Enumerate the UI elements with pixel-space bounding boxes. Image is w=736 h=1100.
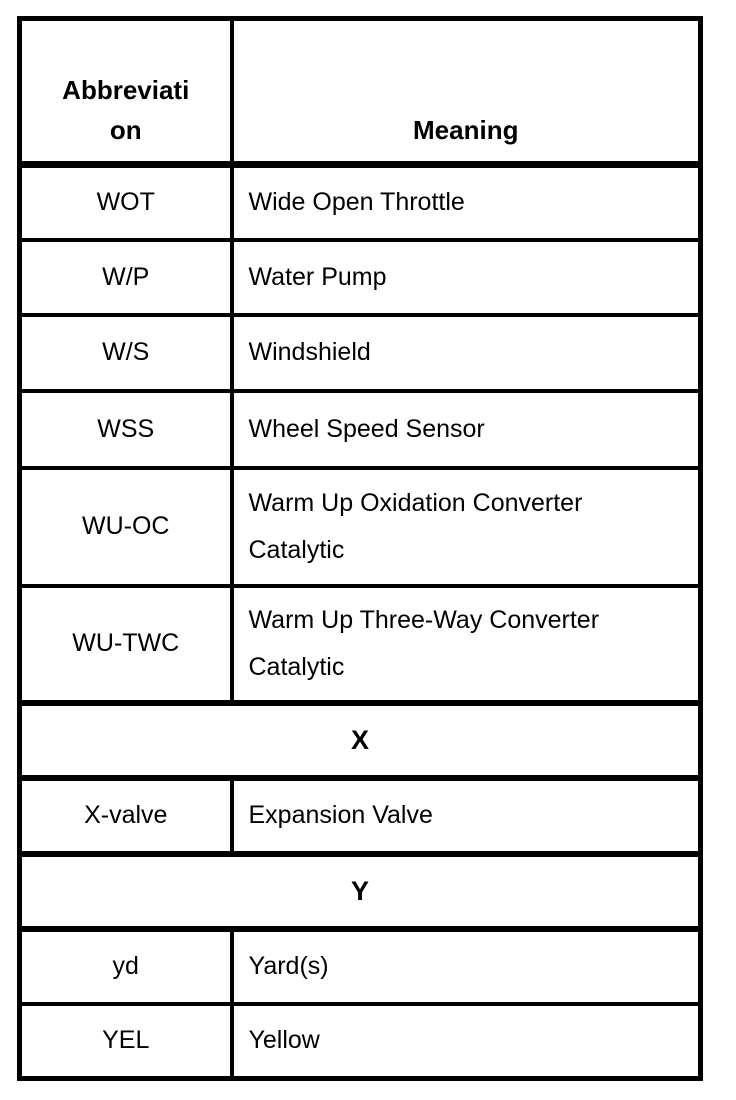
table-header-row: Abbreviati on Meaning [17, 16, 703, 168]
meaning-text: Warm Up Oxidation Converter Catalytic [248, 488, 583, 564]
meaning-cell: Yellow [229, 1001, 703, 1081]
header-meaning-label: Meaning [413, 115, 519, 145]
abbreviation-text: WOT [96, 188, 155, 217]
header-abbreviation-label: Abbreviati on [62, 75, 190, 145]
table-row-wu-twc: WU-TWC Warm Up Three-Way Converter Catal… [17, 583, 703, 705]
abbreviation-cell: yd [17, 926, 234, 1006]
abbreviation-cell: WSS [17, 388, 234, 470]
header-meaning-cell: Meaning [229, 16, 703, 168]
table-row-wot: WOT Wide Open Throttle [17, 162, 703, 242]
abbreviation-text: WU-OC [82, 512, 170, 540]
abbreviation-cell: W/P [17, 237, 234, 317]
table-row-wp: W/P Water Pump [17, 237, 703, 317]
abbreviation-text: WSS [97, 414, 155, 443]
meaning-text: Wheel Speed Sensor [248, 414, 485, 443]
abbreviation-text: W/P [102, 262, 150, 291]
meaning-cell: Warm Up Oxidation Converter Catalytic [229, 465, 703, 588]
abbreviation-text: WU-TWC [72, 629, 180, 657]
abbreviation-cell: X-valve [17, 775, 234, 856]
meaning-cell: Water Pump [229, 237, 703, 317]
header-abbreviation-cell: Abbreviati on [17, 16, 234, 168]
section-header-label: Y [350, 876, 369, 906]
meaning-text: Expansion Valve [248, 801, 433, 829]
meaning-text: Yard(s) [248, 952, 329, 980]
section-header-cell: X [17, 699, 703, 781]
section-row-y: Y [17, 850, 703, 932]
meaning-cell: Windshield [229, 312, 703, 393]
abbreviation-text: W/S [102, 338, 150, 366]
section-row-x: X [17, 699, 703, 781]
meaning-text: Warm Up Three-Way Converter Catalytic [248, 605, 600, 681]
meaning-cell: Wide Open Throttle [229, 162, 703, 242]
meaning-text: Windshield [248, 338, 371, 366]
table-row-yel: YEL Yellow [17, 1001, 703, 1081]
abbreviation-cell: WOT [17, 162, 234, 242]
meaning-cell: Yard(s) [229, 926, 703, 1006]
abbreviation-cell: WU-TWC [17, 583, 234, 705]
section-header-label: X [350, 725, 369, 755]
meaning-cell: Wheel Speed Sensor [229, 388, 703, 470]
abbreviation-cell: YEL [17, 1001, 234, 1081]
table-row-wu-oc: WU-OC Warm Up Oxidation Converter Cataly… [17, 465, 703, 588]
section-header-cell: Y [17, 850, 703, 932]
meaning-cell: Expansion Valve [229, 775, 703, 856]
table-row-x-valve: X-valve Expansion Valve [17, 775, 703, 856]
meaning-text: Yellow [248, 1026, 320, 1055]
abbreviation-cell: WU-OC [17, 465, 234, 588]
abbreviation-cell: W/S [17, 312, 234, 393]
abbreviation-table: Abbreviati on Meaning WOT Wide Open Thro… [17, 16, 703, 1081]
meaning-text: Water Pump [248, 262, 387, 291]
table-row-ws: W/S Windshield [17, 312, 703, 393]
table-row-wss: WSS Wheel Speed Sensor [17, 388, 703, 470]
abbreviation-text: YEL [102, 1026, 150, 1055]
meaning-cell: Warm Up Three-Way Converter Catalytic [229, 583, 703, 705]
meaning-text: Wide Open Throttle [248, 188, 465, 217]
abbreviation-text: yd [112, 952, 139, 980]
table-row-yd: yd Yard(s) [17, 926, 703, 1006]
abbreviation-text: X-valve [84, 801, 168, 829]
